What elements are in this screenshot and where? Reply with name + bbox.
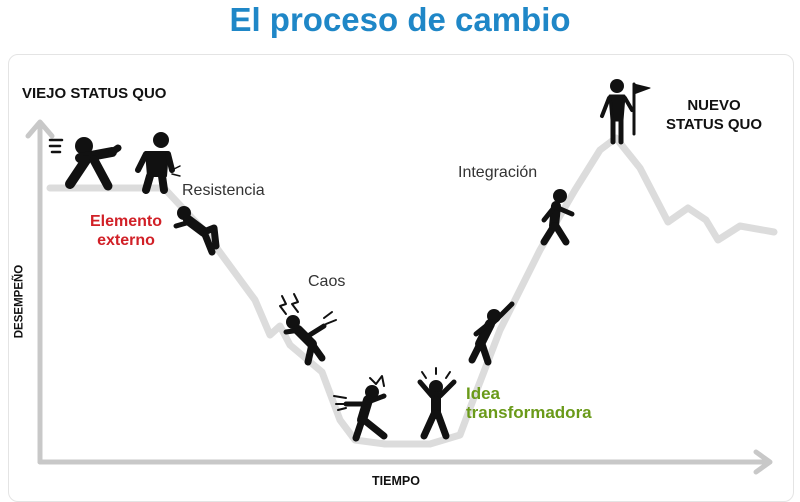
new-status-quo-line1: NUEVO <box>687 97 741 114</box>
integration-label: Integración <box>458 164 538 181</box>
new-status-quo-label: NUEVO STATUS QUO <box>664 96 764 134</box>
external-element-label: Elemento externo <box>76 212 176 250</box>
new-status-quo-line2: STATUS QUO <box>665 116 763 133</box>
transformative-idea-label: Idea transformadora <box>466 384 592 422</box>
resistance-label: Resistencia <box>182 182 265 199</box>
axes <box>25 119 773 475</box>
change-curve <box>46 134 778 448</box>
y-axis-label: DESEMPEÑO <box>13 264 26 339</box>
page-title: El proceso de cambio <box>229 1 571 38</box>
distressed-person-icon <box>279 293 337 366</box>
chaos-label: Caos <box>308 273 346 290</box>
walking-person-icon <box>540 189 575 246</box>
running-pusher-icon <box>48 137 122 191</box>
old-status-quo-label: VIEJO STATUS QUO <box>22 85 167 102</box>
person-with-flag-icon <box>600 79 651 145</box>
transformative-idea-line1: Idea <box>466 384 501 403</box>
external-element-line2: externo <box>97 232 155 249</box>
celebrating-person-icon <box>417 367 457 440</box>
x-axis-arrow <box>753 449 773 475</box>
external-element-line1: Elemento <box>89 213 162 230</box>
falling-person-icon <box>173 206 220 256</box>
resisting-person-icon <box>135 132 181 194</box>
x-axis-label: TIEMPO <box>372 474 420 488</box>
y-axis-arrow <box>25 119 55 139</box>
climbing-person-icon <box>468 301 515 366</box>
transformative-idea-line2: transformadora <box>466 403 592 422</box>
diagram-panel <box>8 54 794 502</box>
tumbling-person-icon <box>333 375 388 442</box>
